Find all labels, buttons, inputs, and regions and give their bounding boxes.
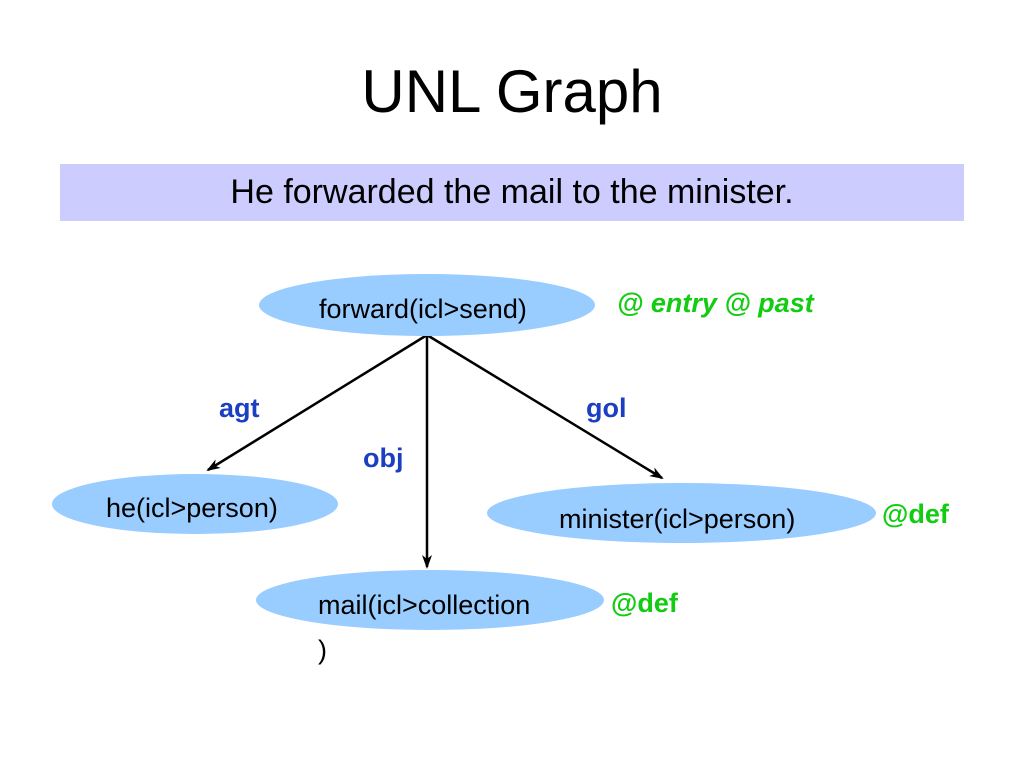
edge-gol-label: gol [586, 393, 627, 423]
example-sentence: He forwarded the mail to the minister. [230, 173, 794, 211]
sentence-banner: He forwarded the mail to the minister. [60, 164, 964, 221]
node-he-label: he(icl>person) [106, 493, 278, 523]
node-he [52, 474, 338, 534]
node-mail-label-line2: ) [318, 635, 327, 665]
slide-title: UNL Graph [361, 58, 663, 125]
edge-obj-label: obj [363, 443, 404, 473]
node-mail-label-line1: mail(icl>collection [318, 590, 531, 620]
node-minister [487, 483, 876, 543]
node-minister-label: minister(icl>person) [559, 504, 796, 534]
node-mail-attribute: @def [611, 588, 678, 618]
edge-agt-line [206, 333, 428, 472]
node-forward-label: forward(icl>send) [319, 294, 527, 324]
node-forward-attribute: @ entry @ past [617, 288, 814, 318]
node-mail [256, 570, 604, 630]
edge-gol-line [426, 333, 664, 480]
node-minister-attribute: @def [882, 499, 949, 529]
edge-agt-label: agt [219, 393, 260, 423]
node-forward [259, 274, 595, 336]
